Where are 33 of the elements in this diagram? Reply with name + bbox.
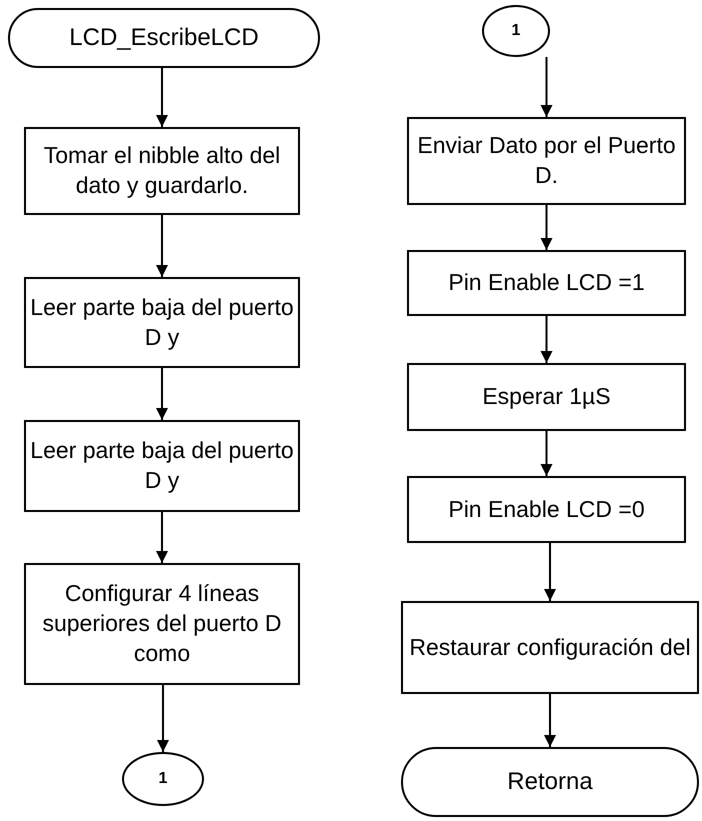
arrow [156, 368, 168, 420]
arrow [540, 57, 552, 117]
arrow [156, 68, 168, 127]
node-text: Retorna [507, 767, 593, 798]
arrow [156, 512, 168, 563]
node-text: Pin Enable LCD =1 [448, 268, 645, 298]
node-text: Leer parte baja del puerto D y [30, 292, 294, 352]
process-box [24, 277, 300, 368]
node-text: 1 [158, 768, 168, 789]
arrow [156, 215, 168, 277]
arrow [540, 205, 552, 250]
node-text: LCD_EscribeLCD [69, 23, 259, 54]
arrow [544, 543, 556, 601]
arrow [540, 316, 552, 363]
process-box [24, 563, 300, 685]
arrow [157, 685, 169, 752]
node-text: Tomar el nibble alto del dato y guardarlo. [42, 141, 282, 200]
process-box [24, 420, 300, 512]
node-text: Restaurar configuración del [409, 632, 691, 662]
process-box [407, 476, 686, 543]
process-box [407, 117, 686, 205]
arrow [540, 431, 552, 476]
arrow [544, 694, 556, 747]
process-box [407, 363, 686, 431]
process-box [407, 250, 686, 316]
node-text: Pin Enable LCD =0 [448, 494, 645, 524]
node-text: 1 [512, 20, 520, 41]
node-text: Leer parte baja del puerto D y [30, 436, 294, 495]
node-text: Configurar 4 líneas superiores del puerto D como [41, 579, 283, 668]
node-text: Esperar 1µS [482, 382, 611, 412]
node-text: Enviar Dato por el Puerto D. [416, 131, 677, 190]
process-box [401, 601, 699, 694]
process-box [24, 127, 300, 215]
